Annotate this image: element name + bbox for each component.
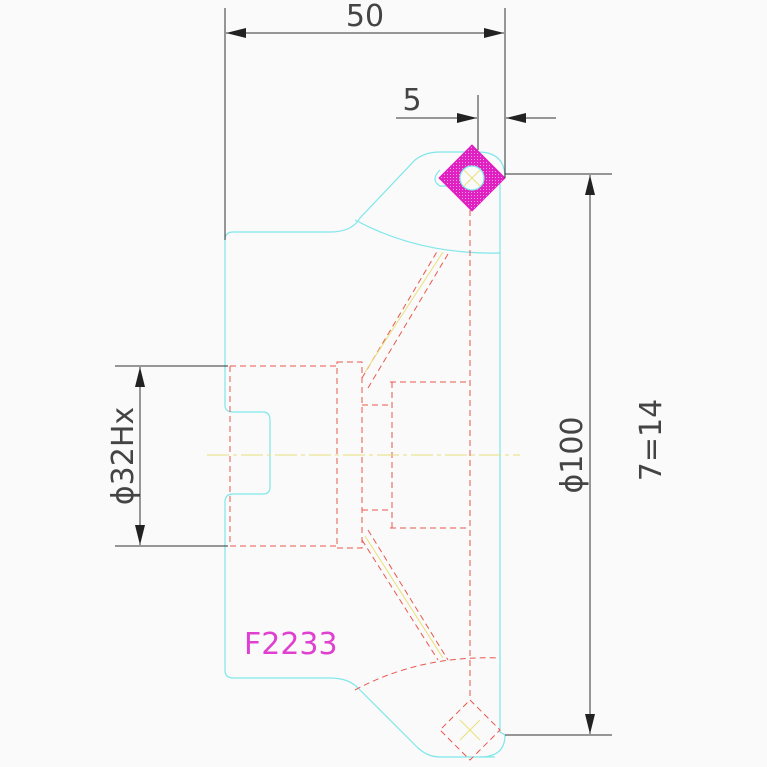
dim-bore-text: ϕ32Hx bbox=[106, 407, 141, 505]
dim-5-text: 5 bbox=[402, 83, 421, 118]
centerlines bbox=[207, 251, 520, 741]
dim-pitch-text: 7=14 bbox=[634, 399, 669, 481]
dimension-lines bbox=[115, 8, 612, 736]
web-centerline-upper bbox=[364, 251, 444, 373]
outline-bottom-lobe bbox=[479, 734, 506, 758]
hidden-web-lower bbox=[361, 529, 449, 661]
outline-main bbox=[224, 151, 495, 758]
part-label: F2233 bbox=[244, 627, 338, 662]
hidden-bottom-hole bbox=[439, 699, 501, 761]
dim-100-text: ϕ100 bbox=[555, 416, 590, 493]
top-hole bbox=[438, 144, 506, 212]
dim-50-text: 50 bbox=[346, 0, 384, 34]
web-centerline-lower bbox=[364, 535, 444, 659]
top-hole-cross bbox=[463, 169, 481, 187]
hidden-hub bbox=[336, 361, 363, 549]
hidden-lower-arc bbox=[354, 657, 501, 691]
outline-right-face bbox=[496, 177, 506, 736]
bottom-hole-cross bbox=[459, 719, 481, 741]
hidden-lines bbox=[229, 200, 501, 761]
hidden-web-upper bbox=[361, 249, 449, 389]
outline-upper-arc bbox=[354, 219, 501, 254]
hidden-step bbox=[362, 381, 470, 529]
